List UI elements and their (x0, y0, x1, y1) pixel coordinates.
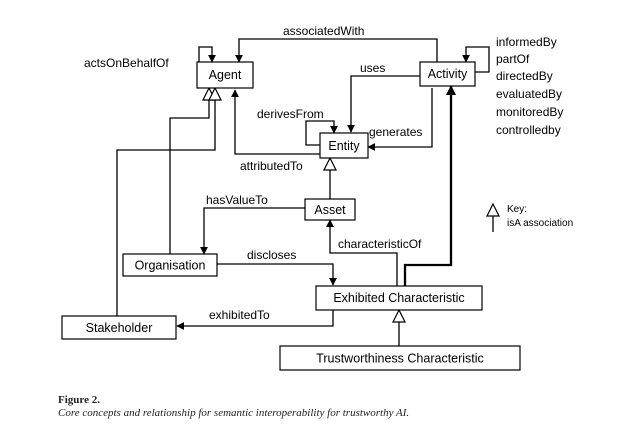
key-title: Key: (507, 204, 527, 215)
label-uses: uses (360, 61, 385, 75)
agent-label: Agent (209, 68, 242, 82)
label-derives-from: derivesFrom (257, 107, 324, 121)
label-acts-on-behalf-of: actsOnBehalfOf (84, 56, 169, 70)
label-has-value-to: hasValueTo (206, 193, 268, 207)
figure-caption-title: Figure 2. (58, 394, 100, 406)
activity-label: Activity (428, 67, 468, 81)
edge-isa-stakeholder-agent (116, 100, 216, 316)
isa-head-exhibited (392, 308, 406, 323)
exhibited-characteristic-label: Exhibited Characteristic (333, 291, 464, 305)
label-evaluated-by: evaluatedBy (496, 87, 562, 101)
label-characteristic-of: characteristicOf (338, 237, 422, 251)
edge-has-value-to (200, 207, 305, 255)
organisation-label: Organisation (135, 259, 206, 273)
label-generates: generates (369, 125, 422, 139)
edge-activity-self-loop (462, 46, 490, 73)
trustworthiness-characteristic-node: Trustworthiness Characteristic (279, 345, 521, 371)
edge-characteristic-of (326, 219, 398, 286)
figure-caption-text: Core concepts and relationship for seman… (58, 407, 410, 419)
edge-ec-to-activity (403, 85, 456, 286)
label-associated-with: associatedWith (283, 24, 364, 38)
exhibited-characteristic-node: Exhibited Characteristic (315, 285, 483, 311)
entity-node: Entity (319, 132, 369, 159)
stakeholder-node: Stakeholder (61, 315, 177, 340)
label-attributed-to: attributedTo (240, 159, 303, 173)
asset-node: Asset (304, 198, 356, 221)
label-informed-by: informedBy (496, 35, 557, 49)
edge-attributed-to (231, 89, 320, 155)
agent-node: Agent (196, 61, 254, 89)
key-isa-label: isA association (507, 218, 573, 229)
edge-uses (347, 75, 420, 133)
edge-generates (367, 88, 433, 151)
key-isa-triangle-icon (486, 202, 500, 217)
label-directed-by: directedBy (496, 69, 553, 83)
edge-exhibited-to (176, 310, 334, 330)
edge-associated-with (235, 38, 438, 68)
activity-node: Activity (419, 61, 476, 87)
asset-label: Asset (314, 203, 346, 217)
entity-label: Entity (328, 139, 360, 153)
label-discloses: discloses (247, 248, 296, 262)
key-legend: Key: isA association (486, 202, 573, 232)
isa-head-entity (323, 156, 337, 171)
label-controlled-by: controlledby (496, 123, 561, 137)
isa-head-agent-stakeholder (208, 86, 222, 101)
label-exhibited-to: exhibitedTo (209, 308, 270, 322)
concept-diagram: Agent Activity Entity Asset Organisation… (61, 24, 573, 371)
label-monitored-by: monitoredBy (496, 105, 563, 119)
trustworthiness-characteristic-label: Trustworthiness Characteristic (316, 352, 484, 366)
activity-self-relations-list: informedBy partOf directedBy evaluatedBy… (496, 35, 563, 137)
organisation-node: Organisation (122, 253, 218, 277)
edge-discloses (217, 263, 337, 286)
edge-isa-organisation-agent (169, 100, 210, 255)
label-part-of: partOf (496, 52, 530, 66)
stakeholder-label: Stakeholder (86, 321, 153, 335)
edge-derives-from (305, 120, 338, 146)
